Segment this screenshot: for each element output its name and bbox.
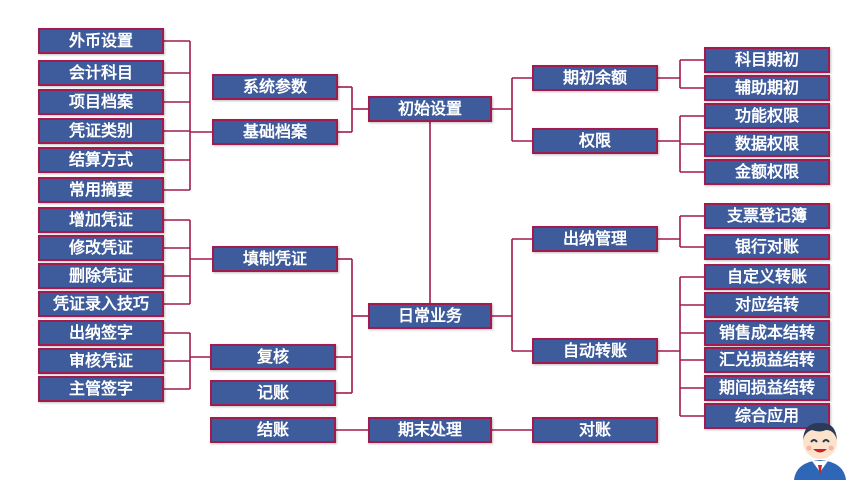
node-cashier-management[interactable]: 出纳管理 (532, 226, 658, 252)
node-cashier-sign[interactable]: 出纳签字 (38, 320, 164, 346)
node-voucher-category[interactable]: 凭证类别 (38, 118, 164, 144)
node-accounting-subjects[interactable]: 会计科目 (38, 60, 164, 86)
smiling-boy-mascot-icon (794, 422, 846, 480)
node-opening-balance[interactable]: 期初余额 (532, 65, 658, 91)
node-period-end[interactable]: 期末处理 (368, 417, 492, 443)
node-check-register[interactable]: 支票登记簿 (704, 203, 830, 229)
node-supervisor-sign[interactable]: 主管签字 (38, 376, 164, 402)
node-add-voucher[interactable]: 增加凭证 (38, 207, 164, 233)
node-custom-transfer[interactable]: 自定义转账 (704, 264, 830, 290)
node-comprehensive-application[interactable]: 综合应用 (704, 403, 830, 429)
node-review[interactable]: 复核 (210, 344, 336, 370)
node-data-permission[interactable]: 数据权限 (704, 131, 830, 157)
node-period-profit-transfer[interactable]: 期间损益结转 (704, 375, 830, 401)
node-sales-cost-transfer[interactable]: 销售成本结转 (704, 320, 830, 346)
node-bank-reconciliation[interactable]: 银行对账 (704, 234, 830, 260)
node-corresponding-transfer[interactable]: 对应结转 (704, 292, 830, 318)
node-reconciliation[interactable]: 对账 (532, 417, 658, 443)
node-auto-transfer[interactable]: 自动转账 (532, 338, 658, 364)
node-basic-archive[interactable]: 基础档案 (212, 119, 338, 145)
node-daily-business[interactable]: 日常业务 (368, 303, 492, 329)
node-fill-voucher[interactable]: 填制凭证 (212, 246, 338, 272)
node-auxiliary-opening[interactable]: 辅助期初 (704, 75, 830, 101)
node-delete-voucher[interactable]: 删除凭证 (38, 263, 164, 289)
node-modify-voucher[interactable]: 修改凭证 (38, 235, 164, 261)
node-audit-voucher[interactable]: 审核凭证 (38, 348, 164, 374)
node-project-archive[interactable]: 项目档案 (38, 89, 164, 115)
node-exchange-gain-transfer[interactable]: 汇兑损益结转 (704, 347, 830, 373)
node-permissions[interactable]: 权限 (532, 128, 658, 154)
node-voucher-input-tips[interactable]: 凭证录入技巧 (38, 291, 164, 317)
node-function-permission[interactable]: 功能权限 (704, 103, 830, 129)
node-common-summary[interactable]: 常用摘要 (38, 177, 164, 203)
node-bookkeeping[interactable]: 记账 (210, 380, 336, 406)
node-settlement-method[interactable]: 结算方式 (38, 147, 164, 173)
node-amount-permission[interactable]: 金额权限 (704, 159, 830, 185)
node-initial-setup[interactable]: 初始设置 (368, 96, 492, 122)
node-foreign-currency[interactable]: 外币设置 (38, 28, 164, 54)
node-close-books[interactable]: 结账 (210, 417, 336, 443)
node-subject-opening[interactable]: 科目期初 (704, 47, 830, 73)
node-system-params[interactable]: 系统参数 (212, 74, 338, 100)
